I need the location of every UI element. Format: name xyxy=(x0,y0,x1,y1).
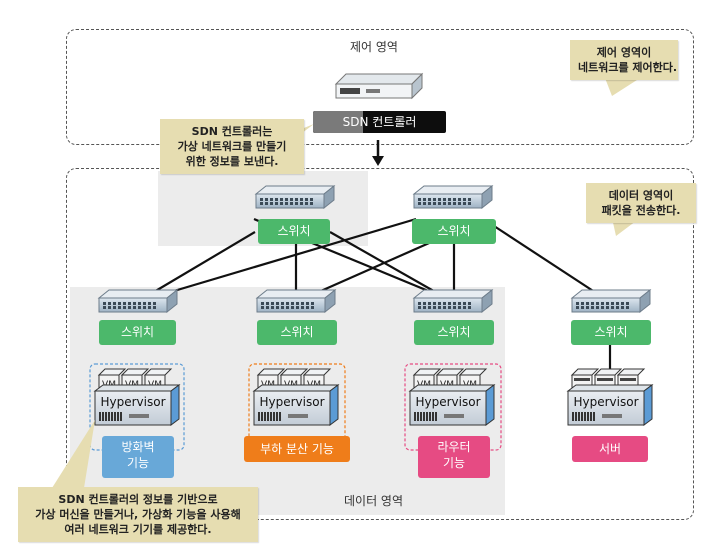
switch-tag-firewall: 스위치 xyxy=(99,320,176,345)
sdn-controller-label: SDN 컨트롤러 xyxy=(313,111,446,133)
controller-device-icon xyxy=(334,72,424,100)
switch-device-icon xyxy=(255,288,337,314)
hypervisor-stack-icon: VMVMVMHypervisor xyxy=(252,368,340,426)
switch-tag-server: 스위치 xyxy=(571,320,651,345)
switch-device-icon xyxy=(412,184,494,210)
hypervisor-stacks: VMVMVMHypervisor VMVMVMHypervisor VMVMVMHy… xyxy=(93,368,654,426)
switch-links xyxy=(136,217,611,304)
server-function-tag: 서버 xyxy=(572,436,648,462)
data-area-title: 데이터 영역 xyxy=(344,494,404,508)
data-zone xyxy=(66,168,694,520)
switch-device-icons xyxy=(97,184,652,314)
svg-text:Hypervisor: Hypervisor xyxy=(100,395,165,409)
firewall-function-tag: 방화벽 기능 xyxy=(102,436,174,478)
svg-text:Hypervisor: Hypervisor xyxy=(573,395,638,409)
svg-text:Hypervisor: Hypervisor xyxy=(259,395,324,409)
control-area-title: 제어 영역 xyxy=(350,40,398,54)
bottom-callout-pointer xyxy=(52,420,95,488)
data-area-callout: 데이터 영역이 패킷을 전송한다. xyxy=(586,183,696,223)
load-balancer-function-tag: 부하 분산 기능 xyxy=(244,436,350,462)
switch-tag-upper-left: 스위치 xyxy=(258,219,330,244)
bottom-callout: SDN 컨트롤러의 정보를 기반으로 가상 머신을 만들거나, 가상화 기능을 … xyxy=(18,487,258,542)
control-callout-pointer xyxy=(605,78,640,96)
switch-device-icon xyxy=(254,184,336,210)
controller-arrow-icon xyxy=(372,140,384,166)
switch-device-icon xyxy=(97,288,179,314)
control-area-callout: 제어 영역이 네트워크를 제어한다. xyxy=(570,40,678,80)
controller-callout: SDN 컨트롤러는 가상 네트워크를 만들기 위한 정보를 보낸다. xyxy=(160,119,304,174)
router-function-tag: 라우터 기능 xyxy=(418,436,490,478)
control-zone xyxy=(66,29,694,145)
hypervisor-stack-icon: VMVMVMHypervisor xyxy=(408,368,496,426)
switch-device-icon xyxy=(412,288,494,314)
hypervisor-stack-icon: VMVMVMHypervisor xyxy=(93,368,181,426)
server-stack-icon: Hypervisor xyxy=(566,368,654,426)
svg-text:Hypervisor: Hypervisor xyxy=(415,395,480,409)
switch-tag-router: 스위치 xyxy=(414,320,494,345)
switch-tag-upper-right: 스위치 xyxy=(412,219,496,244)
switch-tag-load-balancer: 스위치 xyxy=(257,320,337,345)
switch-device-icon xyxy=(570,288,652,314)
